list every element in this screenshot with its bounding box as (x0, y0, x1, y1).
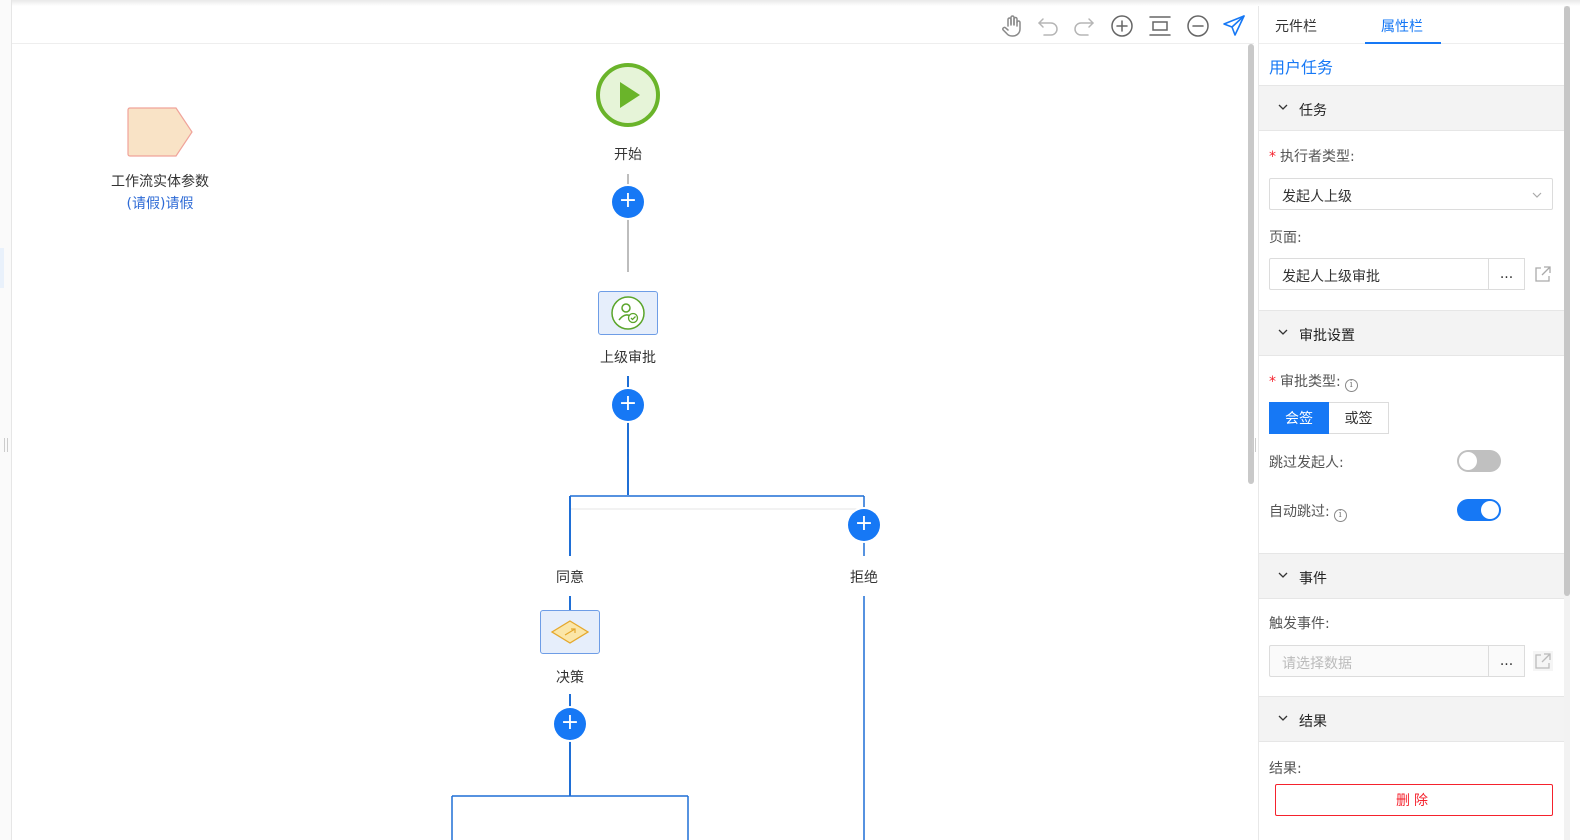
page-input[interactable]: 发起人上级审批 (1269, 258, 1489, 290)
approval-type-countersign[interactable]: 会签 (1269, 402, 1329, 434)
start-label: 开始 (614, 147, 642, 163)
required-mark: * (1269, 149, 1276, 165)
zoom-out-icon (1187, 15, 1209, 37)
section-task-header[interactable]: 任务 (1259, 85, 1565, 131)
section-result-title: 结果 (1299, 714, 1327, 730)
send-icon (1223, 15, 1245, 36)
entity-param-sub[interactable]: (请假)请假 (126, 196, 194, 212)
canvas-toolbar (12, 6, 1254, 44)
approval-type-label-text: 审批类型: (1280, 374, 1341, 390)
executor-type-label: *执行者类型: (1269, 146, 1355, 166)
trigger-event-input[interactable]: 请选择数据 (1269, 645, 1489, 677)
trigger-event-placeholder: 请选择数据 (1282, 656, 1352, 672)
chevron-down-icon (1532, 192, 1542, 198)
auto-skip-label: 自动跳过:i (1269, 501, 1347, 522)
skip-initiator-switch[interactable] (1457, 450, 1501, 472)
chevron-down-icon (1278, 329, 1288, 335)
skip-initiator-label: 跳过发起人: (1269, 455, 1344, 471)
add-node-button-2[interactable]: + (612, 389, 644, 421)
auto-skip-label-text: 自动跳过: (1269, 504, 1330, 520)
decision-node[interactable] (540, 610, 600, 654)
info-icon[interactable]: i (1344, 379, 1358, 392)
panel-scroll-thumb[interactable] (1564, 6, 1570, 596)
entity-param-node[interactable] (126, 106, 194, 158)
decision-icon (550, 620, 590, 644)
top-shadow (12, 0, 1580, 6)
play-icon (620, 82, 640, 108)
panel-tabs: 元件栏 属性栏 (1259, 6, 1565, 44)
panel-scrollbar[interactable] (1564, 6, 1570, 840)
active-tab-underline (1365, 42, 1441, 44)
zoom-in-icon (1111, 15, 1133, 37)
add-node-button-1[interactable]: + (612, 186, 644, 218)
branch-reject-label[interactable]: 拒绝 (850, 570, 878, 586)
plus-icon: + (560, 710, 580, 735)
flow-canvas[interactable]: 工作流实体参数 (请假)请假 开始 + 上级审批 + + 同意 拒绝 决策 + (12, 6, 1256, 840)
undo-button[interactable] (1034, 12, 1062, 40)
properties-panel: 元件栏 属性栏 用户任务 任务 *执行者类型: 发起人上级 页面: 发起人上级审… (1258, 6, 1565, 840)
external-link-icon[interactable] (1533, 264, 1553, 284)
panel-title: 用户任务 (1269, 58, 1334, 77)
undo-icon (1038, 18, 1058, 36)
tab-properties[interactable]: 属性栏 (1381, 19, 1423, 35)
approval-type-segmented: 会签 或签 (1269, 402, 1389, 434)
tab-components[interactable]: 元件栏 (1275, 19, 1317, 35)
plus-icon: + (854, 511, 874, 536)
chevron-down-icon (1278, 572, 1288, 578)
auto-skip-switch[interactable] (1457, 499, 1501, 521)
approval-type-orsign[interactable]: 或签 (1329, 402, 1389, 434)
page-select-button[interactable]: ... (1489, 258, 1525, 290)
entity-param-title: 工作流实体参数 (111, 174, 209, 190)
chevron-down-icon (1278, 104, 1288, 110)
add-branch-button[interactable]: + (848, 509, 880, 541)
fit-view-button[interactable] (1146, 12, 1174, 40)
external-link-icon[interactable] (1533, 651, 1553, 671)
redo-icon (1074, 18, 1094, 36)
plus-icon: + (618, 391, 638, 416)
zoom-out-button[interactable] (1184, 12, 1212, 40)
canvas-scrollbar[interactable] (1248, 44, 1254, 840)
section-result-header[interactable]: 结果 (1259, 696, 1565, 742)
trigger-event-select-button[interactable]: ... (1489, 645, 1525, 677)
switch-knob (1481, 501, 1499, 519)
executor-type-select[interactable]: 发起人上级 (1269, 178, 1553, 210)
required-mark: * (1269, 374, 1276, 390)
decision-label: 决策 (556, 670, 584, 686)
hand-icon (1002, 15, 1021, 37)
branch-agree-label[interactable]: 同意 (556, 570, 584, 586)
chevron-down-icon (1278, 715, 1288, 721)
plus-icon: + (618, 188, 638, 213)
zoom-in-button[interactable] (1108, 12, 1136, 40)
fit-icon (1149, 16, 1171, 36)
left-resize-handle[interactable] (4, 438, 8, 452)
delete-button[interactable]: 删除 (1275, 784, 1553, 816)
executor-type-label-text: 执行者类型: (1280, 149, 1355, 165)
add-node-button-3[interactable]: + (554, 708, 586, 740)
left-collapsed-panel (0, 0, 12, 840)
executor-type-value: 发起人上级 (1282, 189, 1352, 205)
result-label: 结果: (1269, 761, 1302, 777)
canvas-resize-handle[interactable] (1252, 438, 1256, 452)
section-task-title: 任务 (1299, 103, 1327, 119)
info-icon[interactable]: i (1333, 509, 1347, 522)
page-value: 发起人上级审批 (1282, 269, 1380, 285)
trigger-event-label: 触发事件: (1269, 616, 1330, 632)
approval-task-node[interactable] (598, 291, 658, 335)
page-label: 页面: (1269, 230, 1302, 246)
approval-type-label: *审批类型:i (1269, 371, 1358, 392)
section-event-title: 事件 (1299, 571, 1327, 587)
publish-button[interactable] (1220, 12, 1248, 40)
approval-task-label: 上级审批 (600, 350, 656, 366)
flow-connectors (451, 174, 865, 840)
hand-tool-button[interactable] (998, 12, 1026, 40)
user-check-icon (611, 296, 645, 330)
section-event-header[interactable]: 事件 (1259, 553, 1565, 599)
canvas-scroll-thumb[interactable] (1248, 44, 1254, 484)
section-approval-header[interactable]: 审批设置 (1259, 310, 1565, 356)
start-node[interactable] (596, 63, 660, 127)
left-panel-marker (0, 248, 4, 288)
redo-button[interactable] (1070, 12, 1098, 40)
switch-knob (1459, 452, 1477, 470)
section-approval-title: 审批设置 (1299, 328, 1355, 344)
